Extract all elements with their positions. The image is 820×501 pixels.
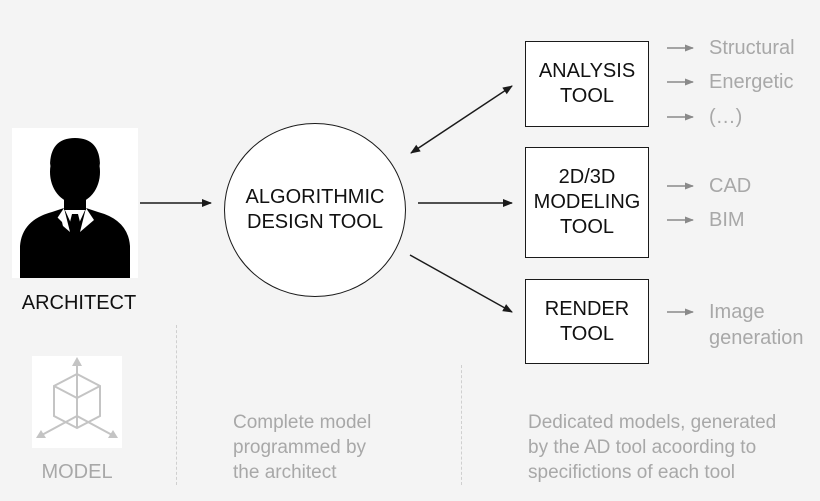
ad-tool-line1: ALGORITHMIC bbox=[245, 186, 385, 208]
render-tool-line1: RENDER bbox=[544, 297, 630, 320]
output-energetic: Energetic bbox=[709, 71, 794, 93]
caption-middle-line: the architect bbox=[233, 462, 337, 483]
model-label: MODEL bbox=[41, 461, 113, 483]
separator-left bbox=[176, 325, 177, 485]
caption-right-line: Dedicated models, generated bbox=[528, 412, 777, 433]
output-etc: (…) bbox=[709, 106, 743, 128]
caption-middle-line: programmed by bbox=[233, 437, 367, 458]
caption-right-line: by the AD tool acoording to bbox=[528, 437, 757, 458]
separator-right bbox=[461, 365, 462, 485]
arrow-ad-to-render bbox=[409, 254, 513, 313]
algorithmic-design-tool-node: ALGORITHMIC DESIGN TOOL bbox=[224, 123, 406, 297]
analysis-tool-line1: ANALYSIS bbox=[538, 60, 636, 82]
render-tool-line2: TOOL bbox=[559, 322, 615, 345]
analysis-tool-line2: TOOL bbox=[559, 85, 615, 107]
architect-silhouette-icon bbox=[20, 138, 130, 278]
output-cad: CAD bbox=[709, 175, 752, 197]
modeling-tool-line3: TOOL bbox=[559, 216, 615, 238]
output-generation: generation bbox=[709, 327, 804, 349]
arrow-ad-analysis bbox=[410, 85, 513, 154]
architect-icon-frame bbox=[12, 128, 138, 278]
caption-middle-line: Complete model bbox=[233, 412, 372, 433]
output-structural: Structural bbox=[709, 37, 795, 59]
output-image: Image bbox=[709, 301, 765, 323]
architect-label: ARCHITECT bbox=[21, 292, 137, 314]
ad-tool-line2: DESIGN TOOL bbox=[247, 211, 383, 233]
caption-middle: Complete model programmed by the archite… bbox=[233, 410, 371, 485]
modeling-tool-line1: 2D/3D bbox=[558, 166, 616, 188]
modeling-tool-box: 2D/3D MODELING TOOL bbox=[525, 147, 649, 258]
modeling-tool-line2: MODELING bbox=[533, 191, 641, 213]
render-tool-box: RENDER TOOL bbox=[525, 279, 649, 364]
caption-right-line: specifictions of each tool bbox=[528, 462, 736, 483]
output-bim: BIM bbox=[709, 209, 745, 231]
caption-right: Dedicated models, generated by the AD to… bbox=[528, 410, 776, 485]
analysis-tool-box: ANALYSIS TOOL bbox=[525, 41, 649, 127]
model-icon-frame bbox=[32, 356, 122, 448]
model-cube-icon bbox=[36, 357, 118, 438]
